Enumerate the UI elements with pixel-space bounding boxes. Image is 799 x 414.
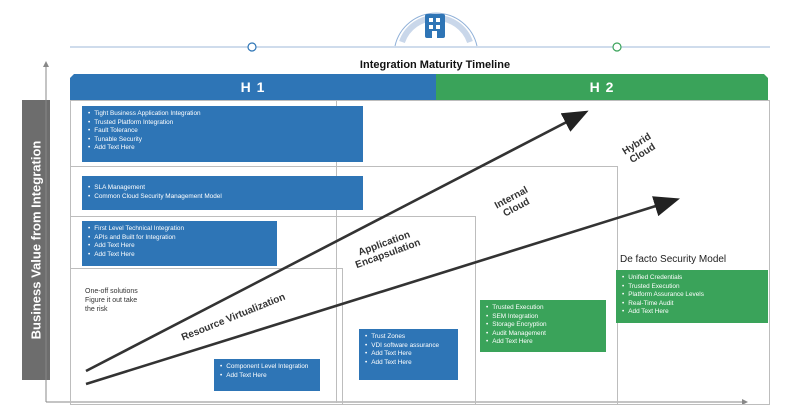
box-component-level: Component Level Integration Add Text Her…: [214, 359, 320, 391]
box-trusted-execution: Trusted Execution SEM Integration Storag…: [480, 300, 606, 352]
box-trust-zones: Trust Zones VDI software assurance Add T…: [359, 329, 458, 380]
timeline-node-icon: [612, 42, 622, 52]
frame-h1-divider: [336, 100, 337, 403]
timeline-title: Integration Maturity Timeline: [359, 59, 511, 71]
arrow-icon: [85, 196, 680, 386]
building-icon: [425, 14, 445, 38]
cloud-icon: [394, 12, 478, 47]
timeline-node-icon: [247, 42, 257, 52]
box-de-facto: Unified Credentials Trusted Execution Pl…: [616, 270, 768, 323]
box-sla: SLA Management Common Cloud Security Man…: [82, 176, 363, 210]
arrow-icon: [85, 110, 589, 373]
box-first-level: First Level Technical Integration APIs a…: [82, 221, 277, 266]
frame-resource-virtualization: [70, 268, 343, 405]
phase-h2-band: H 2: [436, 74, 768, 100]
y-axis-label-bar: [22, 100, 50, 380]
one-off-solutions-text: One-off solutions Figure it out take the…: [85, 288, 138, 313]
box-tight-integration: Tight Business Application Integration T…: [82, 106, 363, 162]
de-facto-title: De facto Security Model: [620, 254, 727, 265]
header-decoration: [70, 12, 770, 52]
phase-h1-band: H 1: [70, 74, 436, 100]
